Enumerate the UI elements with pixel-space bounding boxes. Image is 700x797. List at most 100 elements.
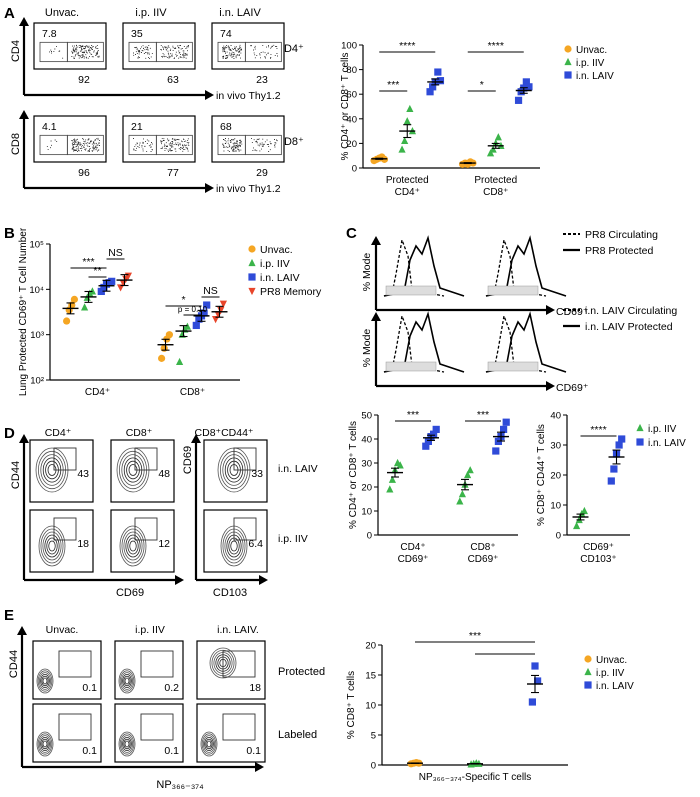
chart-D2-legend-label: i.p. IIV xyxy=(648,424,677,435)
panel-a-gate-value-right: 92 xyxy=(78,74,90,86)
chart-E-legend-label: Unvac. xyxy=(596,655,627,666)
contour-ring xyxy=(40,528,64,564)
panel-c-y-label: % Mode xyxy=(361,253,373,292)
chart-A-point xyxy=(436,77,445,85)
chart-D2-legend-label: i.n. LAIV xyxy=(648,438,686,449)
chart-D2-point xyxy=(615,441,623,449)
contour-ring xyxy=(36,731,54,757)
chart-D1-point xyxy=(386,485,394,493)
chart-D1-point xyxy=(432,425,440,433)
chart-A-point xyxy=(426,88,434,96)
chart-B-point xyxy=(108,277,116,285)
chart-A-x-tick-label: CD4⁺ xyxy=(395,187,420,198)
chart-E-legend-marker xyxy=(584,681,592,689)
panel-d-axes-left-y-arrow xyxy=(19,434,29,443)
contour-ring xyxy=(209,647,237,679)
panel-letter-d: D xyxy=(4,425,15,442)
chart-E-y-tick-label: 10 xyxy=(365,701,376,712)
panel-c-axes-y-arrow xyxy=(371,312,381,321)
chart-B-point xyxy=(176,357,184,366)
contour-ring xyxy=(37,670,53,692)
panel-e-contour-plot-gate xyxy=(58,713,92,741)
panel-d-x-label-left: CD69 xyxy=(116,587,144,599)
chart-D2-y-tick-label: 20 xyxy=(550,471,561,482)
contour-ring xyxy=(41,675,49,687)
panel-c-histogram-left-shaded xyxy=(385,285,437,296)
chart-A-point xyxy=(517,88,525,96)
chart-B-point xyxy=(81,303,89,311)
panel-a-gate-value-left: 74 xyxy=(220,28,232,40)
contour-ring xyxy=(40,674,50,689)
contour-ring xyxy=(37,733,53,755)
panel-d-contour-plot xyxy=(110,509,175,573)
contour-ring xyxy=(127,537,139,555)
contour-ring xyxy=(124,740,130,748)
panel-e-contour-plot-contours xyxy=(36,731,54,757)
panel-c-histogram-right-protected xyxy=(485,311,567,373)
contour-ring xyxy=(123,738,131,750)
panel-d-gate-value: 6.4 xyxy=(248,538,263,550)
panel-a-gate-value-left: 4.1 xyxy=(42,121,57,133)
panel-c-axes-x-arrow xyxy=(546,305,555,315)
chart-B-point xyxy=(219,300,227,308)
panel-d-gate-value: 43 xyxy=(77,468,89,480)
chart-E-y-tick-label: 20 xyxy=(365,641,376,652)
contour-ring xyxy=(40,737,50,752)
chart-A-point xyxy=(525,83,533,91)
contour-ring xyxy=(119,733,135,755)
panel-d-contour-plot-gate xyxy=(134,517,158,541)
contour-ring xyxy=(39,672,52,690)
chart-D2-point xyxy=(580,506,588,515)
chart-B-point xyxy=(97,287,105,296)
panel-a-dot-plot-events xyxy=(222,137,278,152)
chart-A-sig-label: **** xyxy=(399,40,415,52)
chart-B-x-tick-label: CD8⁺ xyxy=(180,387,205,398)
chart-B-point xyxy=(203,301,211,309)
chart-A-point xyxy=(403,117,411,125)
panel-c-axes-x-arrow xyxy=(546,381,555,391)
panel-a-column-label: i.p. IIV xyxy=(135,7,167,19)
chart-A-point xyxy=(486,149,495,157)
chart-E-y-label: % CD8⁺ T cells xyxy=(346,671,357,739)
chart-A-y-tick-label: 40 xyxy=(346,114,357,125)
contour-ring xyxy=(200,731,218,757)
chart-A-legend-marker xyxy=(564,45,572,53)
chart-D2-y-tick-label: 40 xyxy=(550,411,561,422)
panel-d-contour-plot-contours xyxy=(119,525,147,567)
chart-A-y-tick-label: 80 xyxy=(346,65,357,76)
contour-ring xyxy=(122,674,132,689)
panel-d-gate-value: 33 xyxy=(251,468,263,480)
chart-E-legend-label: i.p. IIV xyxy=(596,668,625,679)
contour-ring xyxy=(202,735,215,753)
panel-a-dot-plot-gate-right xyxy=(244,41,282,63)
chart-A-point xyxy=(401,136,409,145)
panel-a-dot-plot-events xyxy=(133,44,189,59)
contour-ring xyxy=(201,733,217,755)
panel-a-column-label: Unvac. xyxy=(45,7,79,19)
contour-ring xyxy=(118,731,136,757)
panel-a-axes-x-arrow xyxy=(205,183,214,193)
panel-letter-a: A xyxy=(4,5,15,22)
contour-ring xyxy=(42,740,48,748)
chart-E-y-tick-label: 15 xyxy=(365,671,376,682)
panel-a-dot-plot-events xyxy=(46,137,100,152)
chart-A-point xyxy=(406,104,414,113)
chart-A-point xyxy=(522,78,530,86)
contour-ring xyxy=(41,738,49,750)
chart-D1-point xyxy=(492,447,500,455)
chart-D2-point xyxy=(607,477,615,485)
chart-B-sig-label: *** xyxy=(82,256,94,268)
panel-e-row-label: Protected xyxy=(278,666,325,678)
panel-e-gate-value: 0.1 xyxy=(164,745,179,757)
chart-B-point xyxy=(192,321,200,330)
chart-D1-x-tick-label: CD8⁺ xyxy=(470,542,495,553)
contour-ring xyxy=(119,670,135,692)
chart-D2-point xyxy=(610,465,618,473)
chart-D1-y-tick-label: 30 xyxy=(361,459,372,470)
chart-A-y-tick-label: 100 xyxy=(341,41,357,52)
panel-e-column-label: Unvac. xyxy=(46,624,79,636)
panel-a-dot-plot-gate-right xyxy=(244,134,282,156)
chart-A-y-tick-label: 0 xyxy=(352,164,357,175)
panel-a-dot-plot-events xyxy=(49,44,100,59)
panel-c-histogram-left-shaded xyxy=(385,361,437,372)
